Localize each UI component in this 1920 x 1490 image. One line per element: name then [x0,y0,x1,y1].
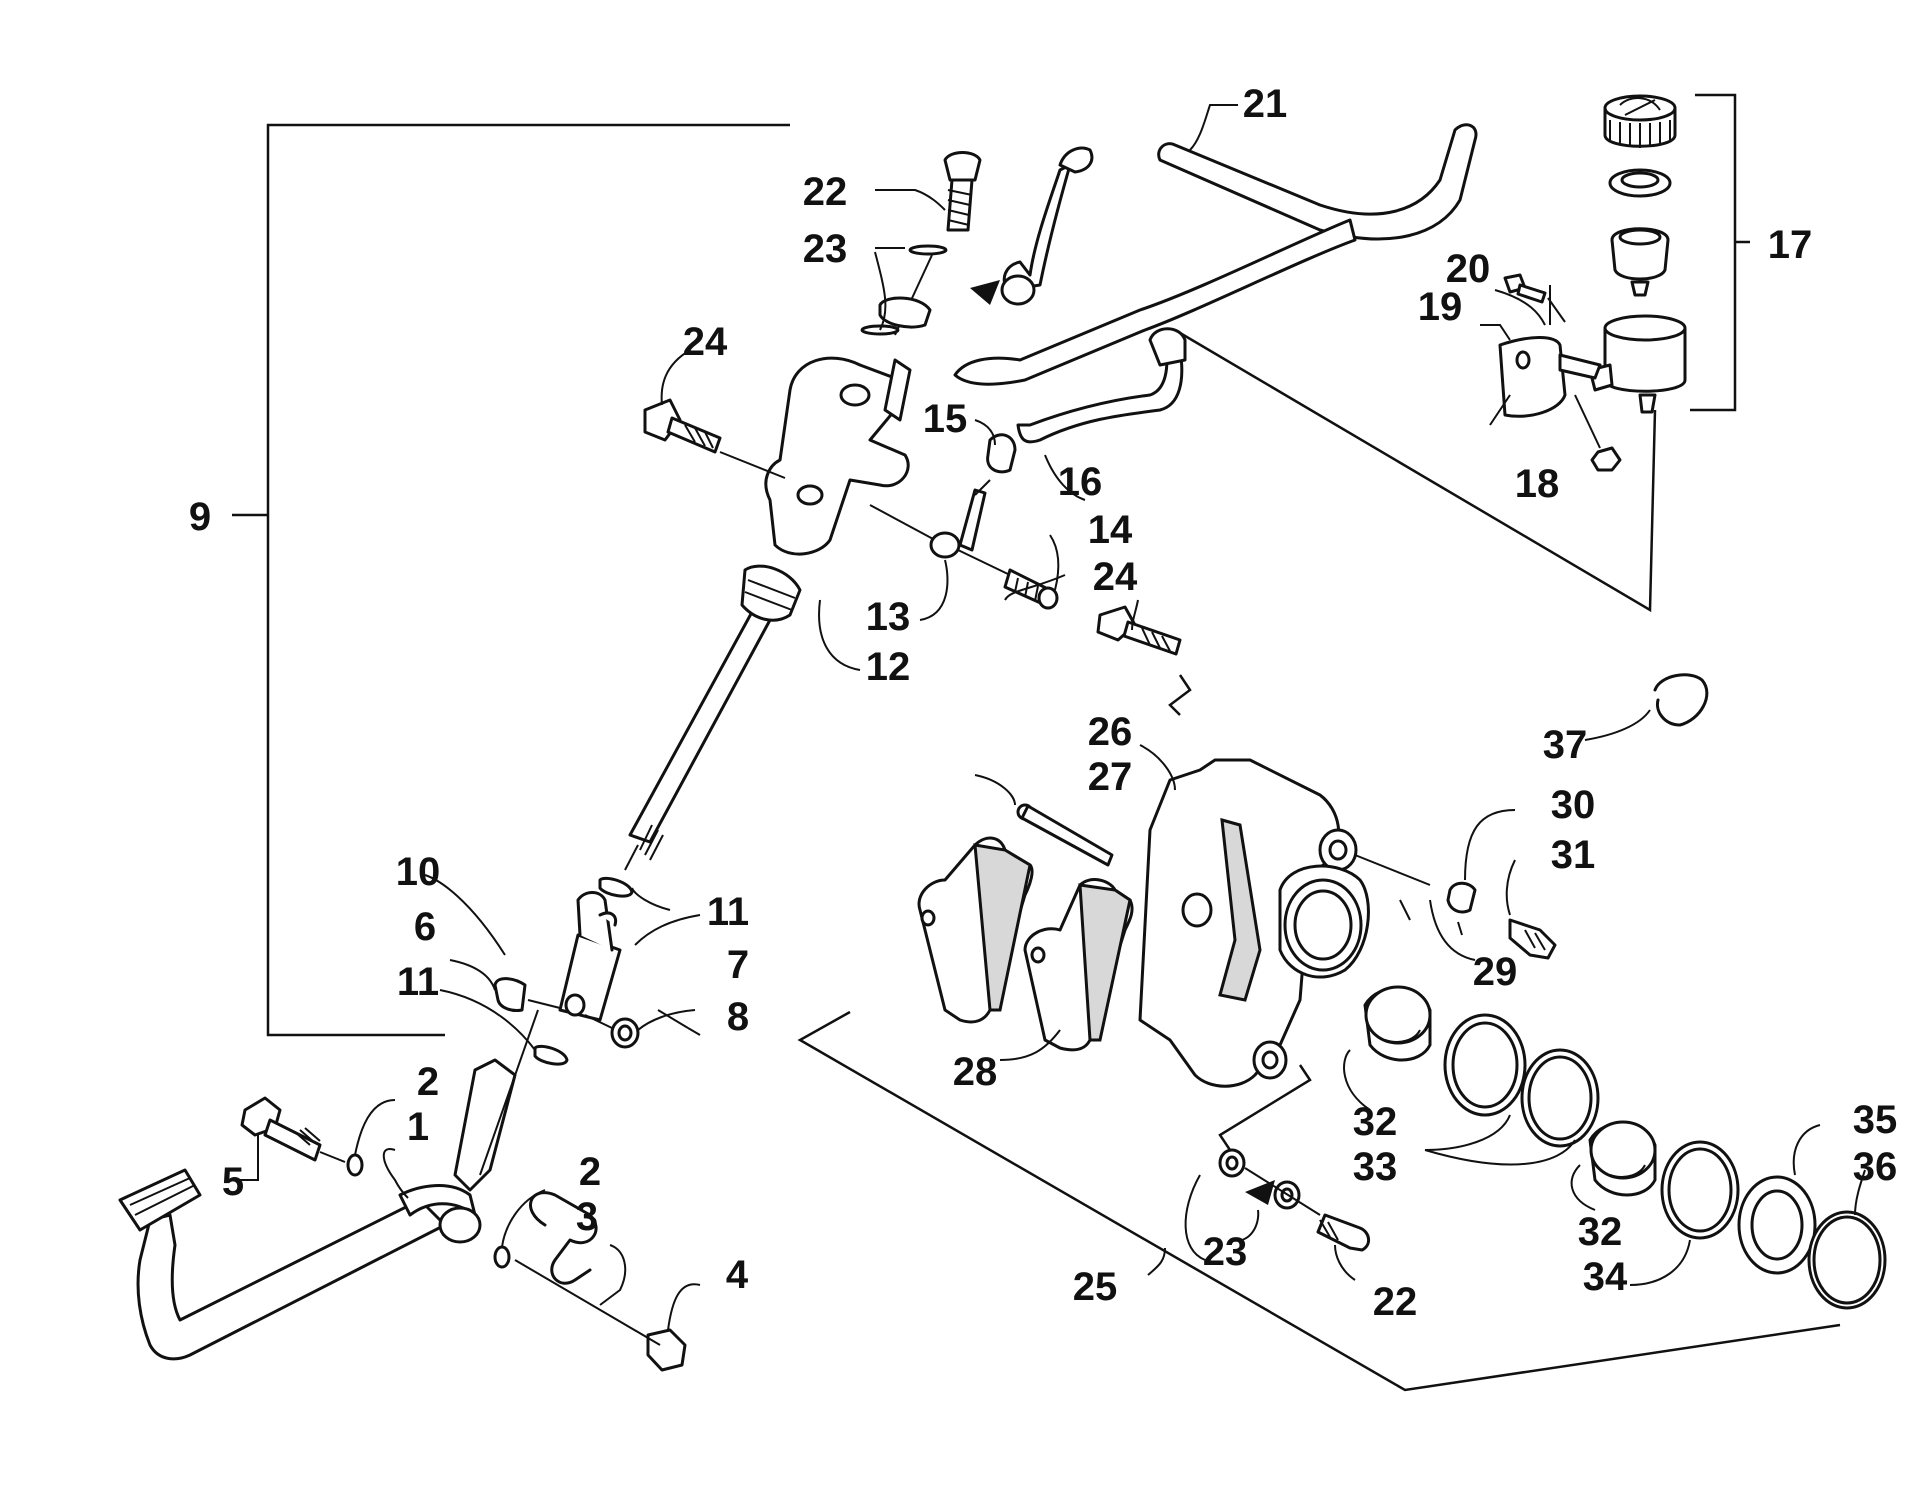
brake-line [953,123,1478,386]
callout-27: 27 [1088,755,1133,799]
clevis-pin-6 [493,977,527,1012]
callout-24-upper: 24 [683,320,728,364]
callout-23-upper: 23 [803,227,848,271]
leader-lines [233,104,1866,1331]
callout-21: 21 [1243,82,1288,126]
group-25-lines [797,674,1841,1392]
callout-labels: 1 2 2 3 4 5 6 7 8 9 10 11 11 12 13 14 15… [189,82,1897,1324]
banjo-bolt-lower [1218,1064,1370,1252]
callout-7: 7 [727,943,749,987]
callout-32-lower: 32 [1578,1210,1623,1254]
mount-bolt-lower [1096,605,1182,656]
callout-11-upper: 11 [707,890,749,934]
callout-16: 16 [1058,460,1103,504]
reservoir-cap [1603,94,1677,148]
callout-4: 4 [726,1253,749,1297]
master-cylinder-pushrod [624,564,802,871]
callout-36: 36 [1853,1145,1898,1189]
callout-30: 30 [1551,783,1596,827]
group-9-bracket [232,123,790,1037]
reservoir-bracket [1498,336,1602,418]
arrow-pointer-upper [970,280,1000,305]
clip-ring-lower [493,1245,511,1269]
reservoir-diaphragm [1610,227,1670,297]
callout-8: 8 [727,995,749,1039]
callout-17: 17 [1768,223,1813,267]
master-cylinder-body [764,356,912,556]
arrow-pointer-lower [1245,1180,1275,1205]
piston-seal-34 [1660,1140,1740,1240]
bracket-nut [1590,446,1622,472]
callout-13: 13 [866,595,911,639]
callout-31: 31 [1551,833,1596,877]
return-spring [529,1191,598,1285]
callout-35: 35 [1853,1098,1898,1142]
brake-pad-inner [1023,878,1134,1052]
mount-bolt-upper [643,398,786,479]
callout-26: 26 [1088,710,1133,754]
cotter-pin-8 [657,1009,689,1029]
clevis-pin-11-lower [533,1044,569,1066]
callout-3: 3 [576,1195,598,1239]
clip-ring-upper [346,1153,364,1177]
clevis-pin-11-upper [598,876,634,898]
piston-seal-33b [1520,1048,1600,1148]
washer-7-inner [617,1024,633,1042]
callout-29: 29 [1473,950,1518,994]
callout-11-lower: 11 [397,960,439,1004]
callout-19: 19 [1418,285,1463,329]
callout-2-lower: 2 [579,1150,601,1194]
callout-12: 12 [866,645,911,689]
callout-22-upper: 22 [803,170,848,214]
bleeder-assembly [1354,854,1557,960]
reservoir-diaphragm-plate [1608,168,1672,198]
callout-22-lower: 22 [1373,1280,1418,1324]
callout-2-upper: 2 [417,1060,439,1104]
clevis [558,891,622,1022]
callout-23-lower: 23 [1203,1230,1248,1274]
callout-32-upper: 32 [1353,1100,1398,1144]
dust-boot [1737,1175,1817,1275]
snap-ring-37 [1653,673,1709,727]
pad-pin [1016,803,1114,867]
snap-ring-36 [1807,1210,1887,1310]
pedal-nut [646,1328,687,1372]
callout-15: 15 [923,397,968,441]
callout-20: 20 [1446,247,1491,291]
brake-pad-outer [917,836,1034,1024]
pedal-axis-lines [319,1009,661,1346]
reservoir-routing-line [1174,328,1657,613]
banjo-bolt-upper [860,151,982,336]
callout-34: 34 [1583,1255,1628,1299]
pivot-bolt [240,1096,322,1162]
group-17-bracket [1690,93,1750,412]
reservoir-body [1588,314,1687,414]
callout-10: 10 [396,850,441,894]
callout-25: 25 [1073,1265,1118,1309]
piston-seal-33a [1443,1013,1527,1117]
callout-28: 28 [953,1050,998,1094]
callout-6: 6 [414,905,436,949]
hose-clamp-15 [986,433,1017,474]
bracket-screw [1503,273,1566,323]
callout-18: 18 [1515,462,1560,506]
callout-24-lower: 24 [1093,555,1138,599]
callout-33: 33 [1353,1145,1398,1189]
callout-14: 14 [1088,508,1133,552]
callout-5: 5 [222,1160,244,1204]
callout-1: 1 [407,1105,429,1149]
reservoir-hose [1016,327,1187,444]
callout-9: 9 [189,495,211,539]
caliper-body [1138,758,1370,1088]
piston-upper [1363,985,1432,1062]
brake-pedal [118,1058,517,1361]
callout-37: 37 [1543,723,1588,767]
piston-lower [1588,1120,1657,1197]
